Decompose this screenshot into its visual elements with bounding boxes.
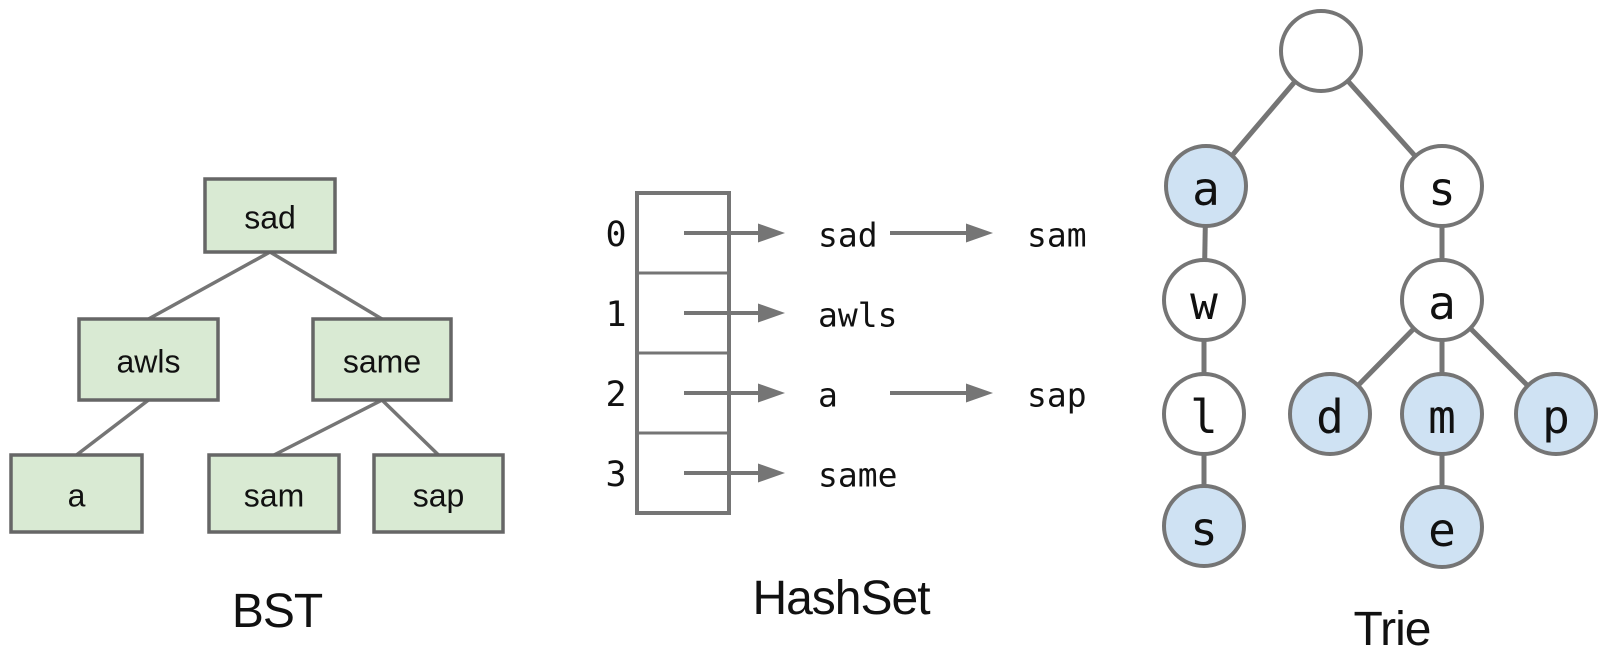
bst-node-label: sap <box>413 478 465 514</box>
bst-node-label: sad <box>244 200 296 236</box>
bst-node-label: sam <box>244 478 304 514</box>
trie-node-label: s <box>1190 502 1218 556</box>
hashset-word: same <box>818 456 897 495</box>
bst-edge <box>75 398 150 457</box>
bst-node-box <box>372 453 505 534</box>
trie-node-circle <box>1400 485 1484 569</box>
hashset-arrowhead <box>758 303 785 323</box>
hashset-word: sap <box>1027 376 1087 415</box>
trie-group: a s w a l d m p s e <box>1162 9 1598 569</box>
trie-node-circle <box>1400 372 1484 456</box>
hashset-arrowhead <box>758 223 785 243</box>
hashset-arrowhead <box>966 223 993 243</box>
hashset-arrowhead <box>758 463 785 483</box>
trie-node-circle <box>1162 484 1246 568</box>
bst-node-label: same <box>343 344 421 380</box>
bst-node-box <box>77 317 220 402</box>
trie-node-circle <box>1162 372 1246 456</box>
trie-node-label: a <box>1192 162 1220 216</box>
hashset-word: sam <box>1027 216 1087 255</box>
hashset-arrowhead <box>966 383 993 403</box>
trie-node-circle <box>1162 258 1246 342</box>
hashset-word: sad <box>818 216 878 255</box>
hashset-index-label: 0 <box>605 215 626 255</box>
trie-node-label: e <box>1428 503 1456 557</box>
hashset-index-label: 3 <box>605 455 626 495</box>
bst-edge <box>147 250 271 321</box>
hashset-arrowhead <box>758 383 785 403</box>
trie-node-circle <box>1400 144 1484 228</box>
bst-node-box <box>9 453 144 534</box>
bst-title: BST <box>231 585 323 638</box>
hashset-word: a <box>818 376 838 415</box>
trie-node-label: d <box>1316 390 1344 444</box>
bst-node-label: awls <box>116 344 180 380</box>
bst-node-box <box>207 453 341 534</box>
trie-node-label: l <box>1190 390 1218 444</box>
bst-node-box <box>311 317 453 402</box>
trie-node-circle <box>1288 372 1372 456</box>
trie-node-circle <box>1514 372 1598 456</box>
trie-node-circle <box>1400 258 1484 342</box>
trie-node-label: p <box>1542 390 1570 444</box>
trie-node-circle <box>1279 9 1363 93</box>
trie-node-label: a <box>1428 276 1456 330</box>
trie-node-circle <box>1164 144 1248 228</box>
hashset-group: 0 sad sam 1 awls 2 a sap 3 same <box>605 191 1087 515</box>
trie-node-label: w <box>1190 276 1218 330</box>
hashset-title: HashSet <box>752 572 930 625</box>
trie-title: Trie <box>1353 603 1432 656</box>
bst-edge <box>380 398 440 457</box>
bst-node-label: a <box>68 478 86 514</box>
bst-group: sad awls same a sam sap <box>9 177 505 534</box>
hashset-index-label: 1 <box>605 295 626 335</box>
bst-edge <box>273 398 383 457</box>
bst-node-box <box>203 177 337 254</box>
hashset-index-label: 2 <box>605 375 626 415</box>
bst-edge <box>269 250 383 321</box>
trie-node-label: m <box>1428 390 1456 444</box>
hashset-word: awls <box>818 296 897 335</box>
trie-node-label: s <box>1428 162 1456 216</box>
